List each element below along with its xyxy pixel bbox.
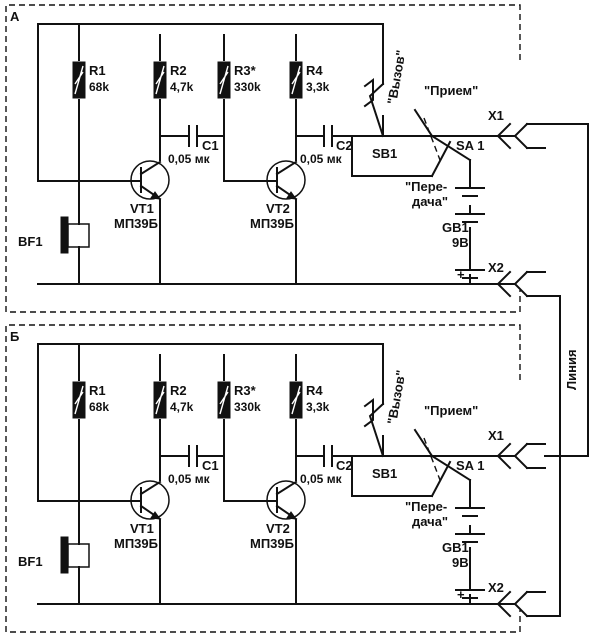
bf1-ref: BF1 <box>18 234 43 249</box>
r1-value: 68k <box>89 80 109 94</box>
transistor-vt2 <box>265 480 306 521</box>
vt1-ref: VT1 <box>130 521 154 536</box>
x2-ref: X2 <box>488 260 504 275</box>
vt1-type: МП39Б <box>114 536 158 551</box>
vt2-type: МП39Б <box>250 536 294 551</box>
r3-ref: R3* <box>234 63 257 78</box>
c1-value: 0,05 мк <box>168 472 211 486</box>
unit-a: А <box>5 4 546 313</box>
resistor-r4 <box>289 61 303 99</box>
sa1-receive: "Прием" <box>424 83 478 98</box>
x1-ref: X1 <box>488 108 504 123</box>
r4-ref: R4 <box>306 63 323 78</box>
switch-sa1 <box>413 428 472 498</box>
c2-value: 0,05 мк <box>300 152 343 166</box>
capacitor-c1 <box>188 445 198 467</box>
r4-value: 3,3k <box>306 80 330 94</box>
x1-ref: X1 <box>488 428 504 443</box>
resistor-r2 <box>153 381 167 419</box>
transistor-vt1 <box>129 480 170 521</box>
connector-x1 <box>496 442 546 470</box>
gb1-ref: GB1 <box>442 220 469 235</box>
sa1-receive: "Прием" <box>424 403 478 418</box>
transistor-vt2 <box>265 160 306 201</box>
resistor-r1 <box>72 61 86 99</box>
battery-gb1 <box>455 507 485 599</box>
capacitor-c1 <box>188 125 198 147</box>
connector-x2 <box>496 270 546 298</box>
line-connection <box>544 123 589 617</box>
vt1-ref: VT1 <box>130 201 154 216</box>
bf1-ref: BF1 <box>18 554 43 569</box>
r1-ref: R1 <box>89 383 106 398</box>
sa1-transmit-2: дача" <box>412 514 448 529</box>
connector-x2 <box>496 590 546 618</box>
r3-value: 330k <box>234 80 261 94</box>
r1-value: 68k <box>89 400 109 414</box>
pushbutton-sb1 <box>363 398 385 458</box>
sa1-transmit-1: "Пере- <box>405 179 447 194</box>
r2-value: 4,7k <box>170 400 194 414</box>
c1-ref: C1 <box>202 458 219 473</box>
sb1-label: "Вызов" <box>384 369 408 426</box>
sa1-ref: SA 1 <box>456 138 484 153</box>
resistor-r2 <box>153 61 167 99</box>
sb1-ref: SB1 <box>372 466 397 481</box>
sa1-transmit-1: "Пере- <box>405 499 447 514</box>
battery-gb1 <box>455 187 485 279</box>
transistor-vt1 <box>129 160 170 201</box>
resistor-r1 <box>72 381 86 419</box>
capacitor-c2 <box>323 125 333 147</box>
c1-value: 0,05 мк <box>168 152 211 166</box>
r1-ref: R1 <box>89 63 106 78</box>
unit-b-wiring <box>37 343 516 605</box>
unit-a-wiring <box>37 23 516 285</box>
vt2-type: МП39Б <box>250 216 294 231</box>
sa1-ref: SA 1 <box>456 458 484 473</box>
sa1-transmit-2: дача" <box>412 194 448 209</box>
r2-ref: R2 <box>170 63 187 78</box>
unit-a-letter: А <box>10 9 20 24</box>
gb1-plus: + <box>457 587 465 602</box>
vt2-ref: VT2 <box>266 521 290 536</box>
r4-value: 3,3k <box>306 400 330 414</box>
unit-b-letter: Б <box>10 329 19 344</box>
c2-value: 0,05 мк <box>300 472 343 486</box>
r3-value: 330k <box>234 400 261 414</box>
r4-ref: R4 <box>306 383 323 398</box>
line-label: Линия <box>564 349 579 390</box>
headphone-bf1 <box>60 216 90 254</box>
unit-b: Б <box>5 324 546 633</box>
connector-x1 <box>496 122 546 150</box>
r2-value: 4,7k <box>170 80 194 94</box>
gb1-value: 9В <box>452 555 469 570</box>
x2-ref: X2 <box>488 580 504 595</box>
c1-ref: C1 <box>202 138 219 153</box>
gb1-plus: + <box>457 267 465 282</box>
resistor-r3 <box>217 381 231 419</box>
pushbutton-sb1 <box>363 78 385 138</box>
unit-a-enclosure <box>5 4 521 313</box>
headphone-bf1 <box>60 536 90 574</box>
capacitor-c2 <box>323 445 333 467</box>
gb1-value: 9В <box>452 235 469 250</box>
vt2-ref: VT2 <box>266 201 290 216</box>
c2-ref: C2 <box>336 458 353 473</box>
gb1-ref: GB1 <box>442 540 469 555</box>
vt1-type: МП39Б <box>114 216 158 231</box>
unit-b-enclosure <box>5 324 521 633</box>
sb1-label: "Вызов" <box>384 49 408 106</box>
r3-ref: R3* <box>234 383 257 398</box>
resistor-r4 <box>289 381 303 419</box>
resistor-r3 <box>217 61 231 99</box>
switch-sa1 <box>413 108 472 178</box>
sb1-ref: SB1 <box>372 146 397 161</box>
r2-ref: R2 <box>170 383 187 398</box>
c2-ref: C2 <box>336 138 353 153</box>
